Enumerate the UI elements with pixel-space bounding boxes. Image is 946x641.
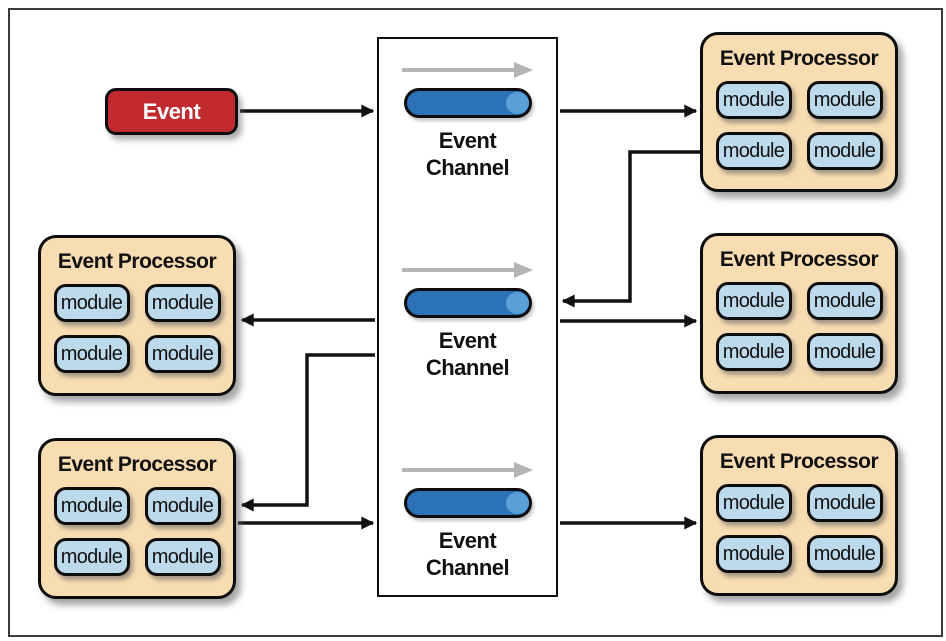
module-box: module [53, 487, 130, 525]
event-channel-pipe-icon [403, 88, 532, 118]
module-box: module [715, 81, 792, 119]
event-channel-pipe-icon [403, 288, 532, 318]
module-box: module [806, 132, 883, 170]
module-box: module [715, 132, 792, 170]
event-channel-1: Event Channel [379, 60, 556, 181]
processor-title: Event Processor [57, 453, 217, 476]
module-box: module [144, 335, 221, 373]
flow-direction-arrow-icon [402, 62, 533, 78]
flow-direction-arrow-icon [402, 262, 533, 278]
module-box: module [53, 335, 130, 373]
channel-label: Event Channel [425, 528, 510, 580]
module-box: module [715, 535, 792, 573]
module-box: module [806, 282, 883, 320]
flow-direction-arrow-icon [402, 462, 533, 478]
processor-title: Event Processor [719, 450, 879, 473]
event-channel-box: Event Channel Event Channel Event Channe… [377, 37, 558, 597]
module-box: module [715, 484, 792, 522]
module-box: module [144, 538, 221, 576]
module-grid: module module module module [703, 81, 895, 170]
event-channel-2: Event Channel [379, 260, 556, 381]
module-grid: module module module module [703, 282, 895, 371]
module-grid: module module module module [703, 484, 895, 573]
module-box: module [53, 284, 130, 322]
module-box: module [144, 487, 221, 525]
channel-label: Event Channel [425, 128, 510, 180]
processor-title: Event Processor [719, 47, 879, 70]
module-box: module [806, 333, 883, 371]
event-box: Event [105, 88, 238, 135]
event-channel-pipe-icon [403, 488, 532, 518]
module-grid: module module module module [41, 487, 233, 576]
channel-label: Event Channel [425, 328, 510, 380]
module-box: module [53, 538, 130, 576]
module-box: module [715, 333, 792, 371]
module-box: module [806, 484, 883, 522]
event-processor-top-right: Event Processor module module module mod… [700, 32, 898, 192]
processor-title: Event Processor [719, 248, 879, 271]
module-box: module [715, 282, 792, 320]
module-box: module [144, 284, 221, 322]
module-box: module [806, 535, 883, 573]
event-processor-middle-left: Event Processor module module module mod… [38, 235, 236, 396]
event-channel-3: Event Channel [379, 460, 556, 581]
event-processor-bottom-left: Event Processor module module module mod… [38, 438, 236, 599]
module-grid: module module module module [41, 284, 233, 373]
event-label: Event [142, 98, 201, 124]
event-processor-middle-right: Event Processor module module module mod… [700, 233, 898, 394]
diagram-frame [8, 8, 943, 637]
event-processor-bottom-right: Event Processor module module module mod… [700, 435, 898, 596]
module-box: module [806, 81, 883, 119]
processor-title: Event Processor [57, 250, 217, 273]
